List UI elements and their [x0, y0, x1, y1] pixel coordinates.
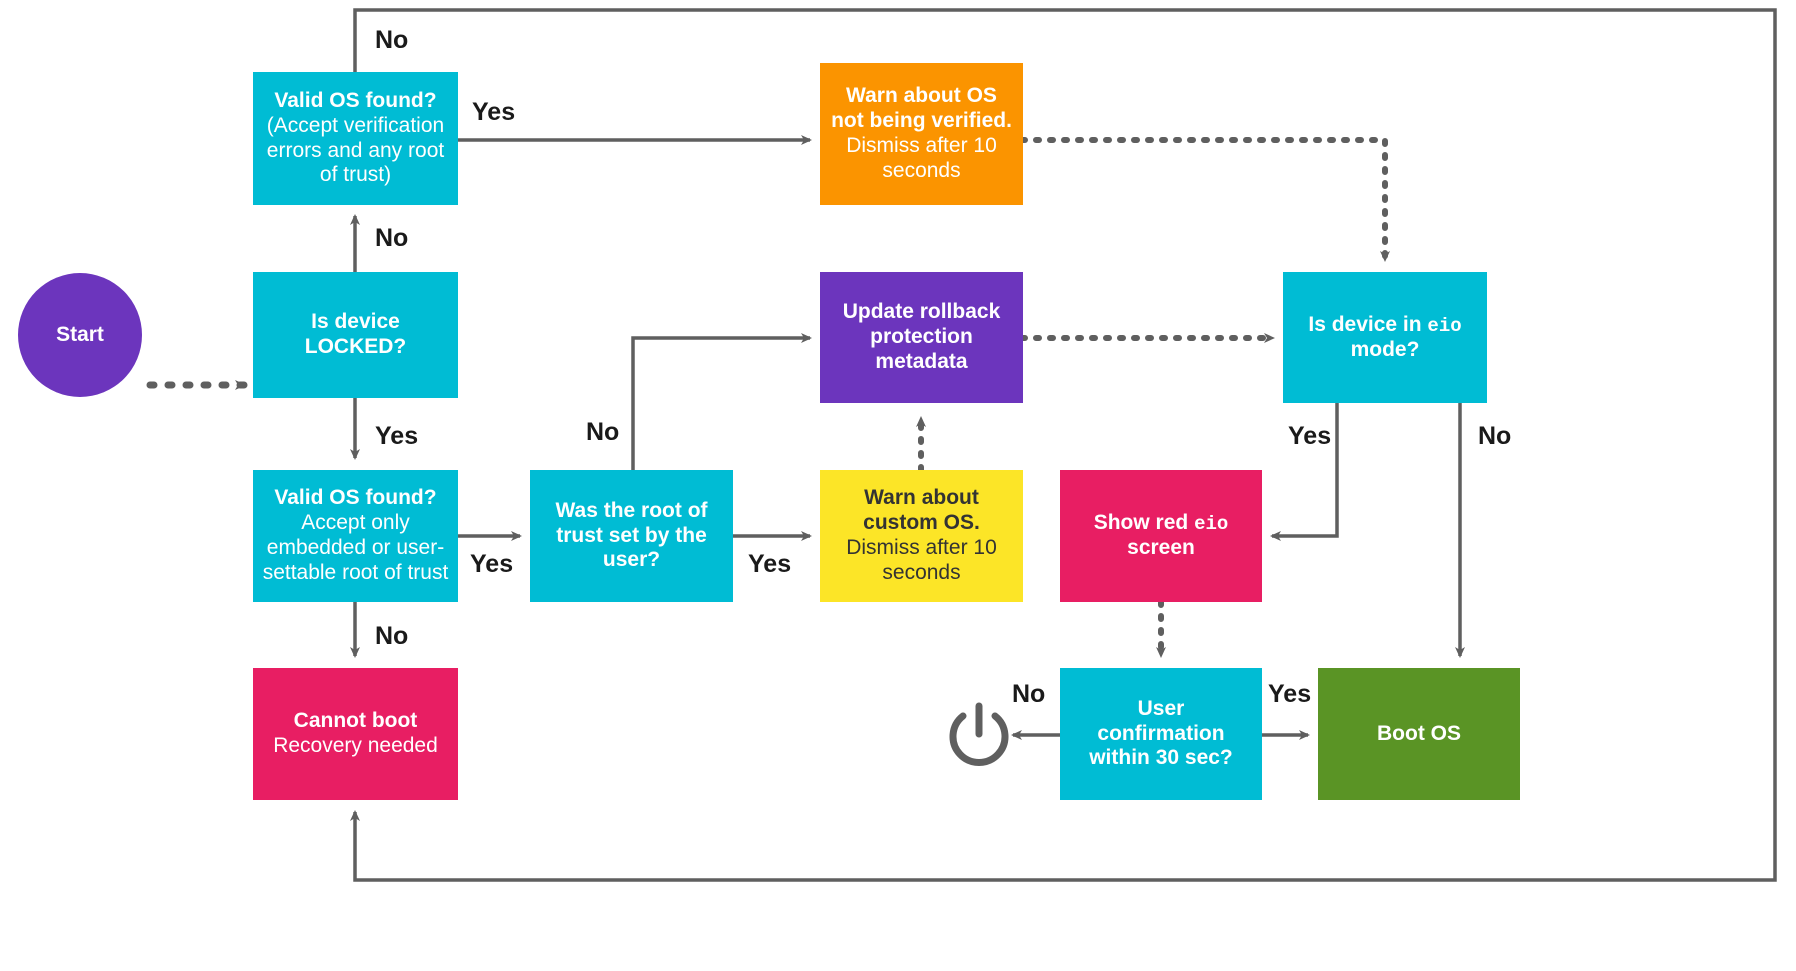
node-valid-os-any-subtitle: (Accept verification errors and any root…	[266, 113, 445, 187]
node-root-by-user[interactable]: Was the root of trust set by the user?	[530, 470, 733, 602]
node-valid-os-strict-title: Valid OS found?	[274, 486, 437, 510]
node-warn-custom-os-title: Warn about custom OS.	[863, 486, 980, 535]
edge-label-no-to-valid-os-any: No	[375, 224, 409, 252]
node-valid-os-strict-subtitle: Accept only embedded or user-settable ro…	[262, 511, 449, 584]
edge-label-yes-root-by-user: Yes	[748, 550, 792, 578]
edge-label-yes-device-locked: Yes	[375, 422, 419, 450]
node-cannot-boot-title: Cannot boot	[293, 709, 418, 733]
edge-warn-unverified-to-eio	[1019, 137, 1390, 263]
node-start[interactable]: Start	[18, 273, 142, 397]
edge-label-yes-valid-os-any: Yes	[472, 98, 516, 126]
edge-label-no-eio-mode: No	[1478, 422, 1512, 450]
eio-token: eio	[1427, 314, 1462, 337]
node-root-by-user-title: Was the root of trust set by the user?	[555, 498, 708, 572]
node-show-eio[interactable]: Show red eio screen	[1060, 470, 1262, 602]
node-cannot-boot-subtitle: Recovery needed	[273, 734, 438, 757]
node-device-locked[interactable]: Is device LOCKED?	[253, 272, 458, 398]
node-boot-os[interactable]: Boot OS	[1318, 668, 1520, 800]
node-device-locked-title: Is device LOCKED?	[304, 310, 407, 358]
node-cannot-boot[interactable]: Cannot boot Recovery needed	[253, 668, 458, 800]
node-show-eio-title: Show red eio screen	[1093, 511, 1229, 559]
node-update-rollback-title: Update rollback protection metadata	[842, 300, 1001, 373]
node-user-confirm[interactable]: User confirmation within 30 sec?	[1060, 668, 1262, 800]
edge-label-yes-eio-mode: Yes	[1288, 422, 1332, 450]
node-valid-os-strict[interactable]: Valid OS found? Accept only embedded or …	[253, 470, 458, 602]
edge-label-no-top-loop: No	[375, 26, 409, 54]
edge-label-no-user-confirm: No	[1012, 680, 1046, 708]
edge-root-by-user-no	[631, 333, 812, 470]
node-update-rollback[interactable]: Update rollback protection metadata	[820, 272, 1023, 403]
node-warn-unverified[interactable]: Warn about OS not being verified. Dismis…	[820, 63, 1023, 205]
node-warn-unverified-subtitle: Dismiss after 10 seconds	[846, 134, 997, 182]
node-eio-mode-title: Is device in eio mode?	[1308, 312, 1462, 361]
edge-label-no-valid-os-strict: No	[375, 622, 409, 650]
node-warn-unverified-title: Warn about OS not being verified.	[831, 84, 1012, 133]
edge-label-yes-valid-os-strict: Yes	[470, 550, 514, 578]
node-start-label: Start	[56, 322, 104, 346]
node-valid-os-any-title: Valid OS found?	[274, 88, 437, 112]
edge-label-no-root-by-user: No	[586, 418, 620, 446]
power-off-icon	[945, 700, 1013, 770]
node-warn-custom-os[interactable]: Warn about custom OS. Dismiss after 10 s…	[820, 470, 1023, 602]
node-eio-mode[interactable]: Is device in eio mode?	[1283, 272, 1487, 403]
node-warn-custom-os-subtitle: Dismiss after 10 seconds	[846, 536, 997, 584]
eio-token: eio	[1194, 513, 1229, 536]
node-valid-os-any[interactable]: Valid OS found? (Accept verification err…	[253, 72, 458, 205]
node-user-confirm-title: User confirmation within 30 sec?	[1089, 696, 1233, 770]
edge-label-yes-user-confirm: Yes	[1268, 680, 1312, 708]
node-boot-os-title: Boot OS	[1377, 721, 1461, 745]
